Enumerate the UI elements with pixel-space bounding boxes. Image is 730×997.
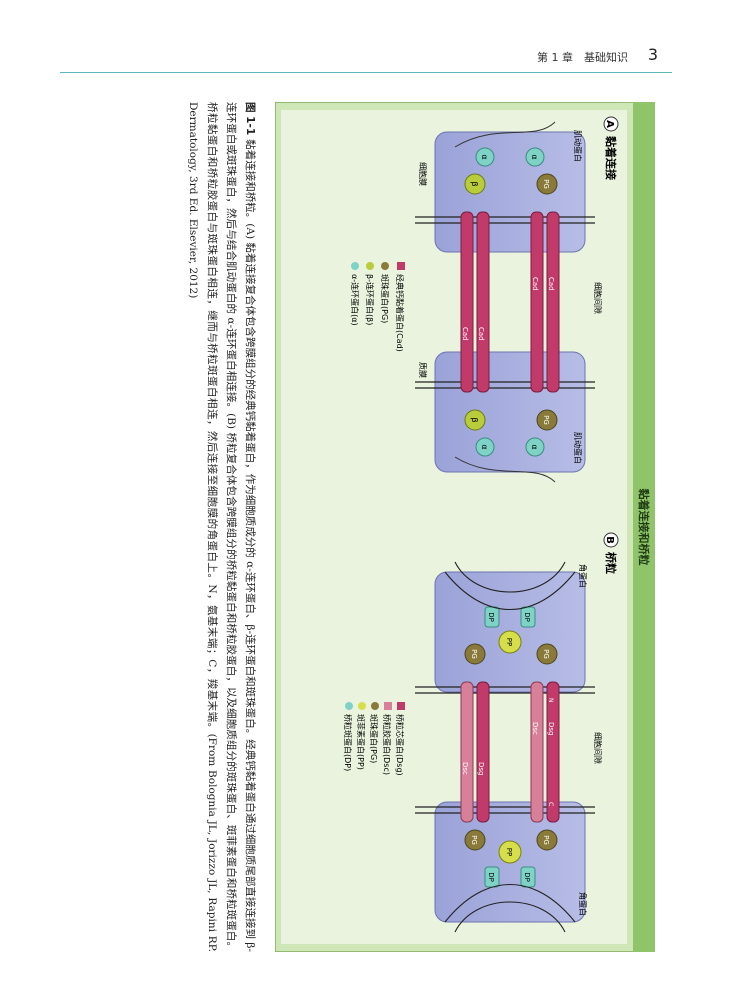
beta-a-left — [464, 173, 486, 195]
pg-tag-b-right: PG — [542, 835, 550, 845]
figure-title: 黏着连接和桥粒 — [637, 489, 651, 566]
legend-b-item-4: 斑菲素蛋白(PP) — [356, 714, 366, 770]
label-actin-left: 肌动蛋白 — [573, 130, 583, 162]
pp-b-right — [498, 840, 522, 864]
figure-title-bar — [633, 102, 655, 952]
beta-tag-a-left: β — [470, 181, 479, 186]
legend-a-item-1: 经典钙黏着蛋白(Cad) — [395, 274, 405, 352]
panel-b-title: 桥粒 — [604, 552, 618, 574]
cadherin-1 — [546, 211, 560, 393]
label-actin-right: 肌动蛋白 — [573, 432, 583, 464]
pg-tag-b-left: PG — [542, 649, 550, 659]
c-terminus-tag: C — [547, 802, 554, 806]
alpha-tag-a-left-2: α — [480, 154, 489, 159]
beta-a-right — [464, 409, 486, 431]
dp-tag-b-right-2: DP — [487, 872, 495, 882]
actin-a-left — [454, 121, 556, 148]
panel-a-title: 黏着连接 — [604, 136, 618, 180]
cell-a-right — [434, 351, 586, 473]
pg-b-right — [536, 829, 558, 851]
pg-tag-b-left-2: PG — [470, 649, 478, 659]
legend-b-item-2: 桥粒胶蛋白(Dsc) — [382, 714, 392, 775]
cad-tag-2: Cad — [531, 277, 539, 291]
dp-tag-b-left-1: DP — [523, 612, 531, 622]
dp-tag-b-left-2: DP — [487, 612, 495, 622]
dsc-1 — [530, 681, 544, 823]
cell-a-left — [434, 131, 586, 253]
pp-tag-b-left: PP — [505, 638, 513, 646]
legend-a-item-2: 斑珠蛋白(PG) — [380, 274, 390, 323]
pg-tag-a-left: PG — [542, 179, 550, 189]
legend-b-item-3: 斑珠蛋白(PG) — [369, 714, 379, 763]
pg-b-right-2 — [464, 829, 486, 851]
legend-a-item-3: β-连环蛋白(β) — [365, 274, 375, 325]
alpha-a-left-1 — [525, 147, 545, 167]
figure-svg: 黏着连接和桥粒 A 黏着连接 B 桥粒 Cad Cad Cad Cad — [274, 101, 656, 953]
pg-b-left — [536, 643, 558, 665]
figure-caption: 图 1-1黏着连接和桥粒。(A) 黏着连接复合体包含跨膜组分的经典钙黏着蛋白，作… — [183, 102, 259, 952]
panel-b-letter: B — [604, 536, 615, 544]
label-keratin-right: 角蛋白 — [578, 892, 588, 916]
dsg-tag-1: Dsg — [547, 722, 555, 735]
legend-b: 桥粒芯蛋白(Dsg) 桥粒胶蛋白(Dsc) 斑珠蛋白(PG) 斑菲素蛋白(PP)… — [343, 702, 405, 776]
dsc-tag-2: Dsc — [461, 762, 469, 775]
cadherin-2 — [530, 211, 544, 393]
pg-tag-a-right: PG — [542, 415, 550, 425]
running-header: 第 1 章 基础知识 3 — [60, 40, 672, 73]
dsc-tag-1: Dsc — [531, 722, 539, 735]
dsc-2 — [460, 681, 474, 823]
legend-a: 经典钙黏着蛋白(Cad) 斑珠蛋白(PG) β-连环蛋白(β) α-连环蛋白(α… — [350, 262, 405, 352]
panel-a-letter: A — [604, 120, 615, 128]
dsg-tag-2: Dsg — [477, 762, 485, 775]
caption-text: 黏着连接和桥粒。(A) 黏着连接复合体包含跨膜组分的经典钙黏着蛋白，作为细胞质成… — [187, 102, 256, 952]
label-intercellular-b: 细胞间隙 — [593, 732, 603, 764]
keratin-b-left-2 — [444, 571, 576, 611]
pg-a-right — [536, 409, 558, 431]
alpha-a-right-2 — [475, 437, 495, 457]
alpha-a-right-1 — [525, 437, 545, 457]
legend-a-item-4: α-连环蛋白(α) — [350, 274, 360, 326]
actin-a-right — [454, 456, 556, 483]
page-number: 3 — [647, 45, 658, 64]
pp-tag-b-right: PP — [505, 848, 513, 856]
alpha-tag-a-right-2: α — [480, 444, 489, 449]
pp-b-left — [498, 630, 522, 654]
cad-tag-1: Cad — [547, 277, 555, 291]
caption-label: 图 1-1 — [244, 102, 256, 136]
alpha-a-left-2 — [475, 147, 495, 167]
pg-tag-b-right-2: PG — [470, 835, 478, 845]
legend-b-item-5: 桥粒斑蛋白(DP) — [343, 714, 353, 771]
dsg-2 — [476, 681, 490, 823]
dsg-1 — [546, 681, 560, 823]
label-cell-membrane: 细胞膜 — [418, 162, 428, 186]
cadherin-4 — [460, 211, 474, 393]
cad-tag-3: Cad — [477, 327, 485, 341]
legend-b-item-1: 桥粒芯蛋白(Dsg) — [395, 714, 405, 776]
rotated-content: 黏着连接和桥粒 A 黏着连接 B 桥粒 Cad Cad Cad Cad — [75, 101, 656, 953]
chapter-title: 第 1 章 基础知识 — [537, 51, 628, 64]
label-keratin-left: 角蛋白 — [578, 564, 588, 588]
panel-b-badge — [603, 532, 619, 548]
keratin-b-right-2 — [444, 883, 576, 923]
label-membrane: 质膜 — [418, 362, 428, 378]
cad-tag-4: Cad — [461, 327, 469, 341]
pg-a-left — [536, 173, 558, 195]
keratin-b-left-1 — [454, 561, 566, 593]
pg-b-left-2 — [464, 643, 486, 665]
cadherin-3 — [476, 211, 490, 393]
n-terminus-tag: N — [547, 698, 554, 703]
panel-a-badge — [603, 116, 619, 132]
label-intercellular-a: 细胞间隙 — [593, 282, 603, 314]
dp-tag-b-right-1: DP — [523, 872, 531, 882]
beta-tag-a-right: β — [470, 417, 479, 422]
alpha-tag-a-left-1: α — [530, 154, 539, 159]
keratin-b-right-1 — [454, 901, 566, 933]
alpha-tag-a-right-1: α — [530, 444, 539, 449]
figure-1-1: 黏着连接和桥粒 A 黏着连接 B 桥粒 Cad Cad Cad Cad — [274, 101, 656, 953]
